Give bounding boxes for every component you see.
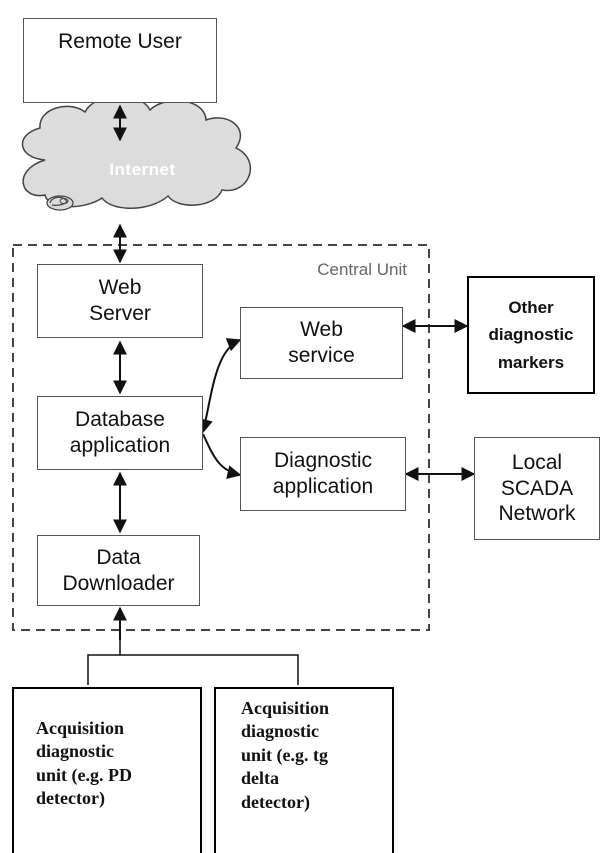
local-scada-label: Local SCADA Network: [498, 451, 576, 526]
database-application-label: Database application: [69, 408, 171, 457]
acquisition-unit-2-box: Acquisition diagnostic unit (e.g. tg del…: [214, 687, 394, 853]
web-server-label: Web Server: [89, 276, 151, 325]
internet-cloud-icon: [21, 95, 252, 211]
remote-user-label: Remote User: [58, 30, 182, 53]
arrow-database-diagnostic: [202, 433, 242, 480]
database-application-box: Database application: [37, 396, 203, 470]
acquisition-unit-1-box: Acquisition diagnostic unit (e.g. PD det…: [12, 687, 202, 853]
data-downloader-label: Data Downloader: [62, 545, 175, 595]
central-unit-boundary: [12, 244, 430, 631]
other-diagnostic-markers-label: Other diagnostic markers: [488, 298, 574, 372]
web-service-label: Web service: [288, 318, 355, 367]
diagnostic-application-label: Diagnostic application: [272, 449, 374, 498]
diagnostic-application-box: Diagnostic application: [240, 437, 406, 511]
local-scada-box: Local SCADA Network: [474, 437, 600, 540]
web-service-box: Web service: [240, 307, 403, 379]
central-unit-label: Central Unit: [317, 260, 407, 279]
remote-user-box: Remote User: [23, 18, 217, 103]
data-downloader-box: Data Downloader: [37, 535, 200, 606]
acquisition-unit-2-label: Acquisition diagnostic unit (e.g. tg del…: [241, 698, 330, 812]
web-server-box: Web Server: [37, 264, 203, 338]
acquisition-unit-1-label: Acquisition diagnostic unit (e.g. PD det…: [36, 718, 132, 809]
internet-label: Internet: [109, 160, 176, 179]
other-diagnostic-markers-box: Other diagnostic markers: [467, 276, 595, 394]
arrow-database-webservice: [199, 338, 242, 434]
